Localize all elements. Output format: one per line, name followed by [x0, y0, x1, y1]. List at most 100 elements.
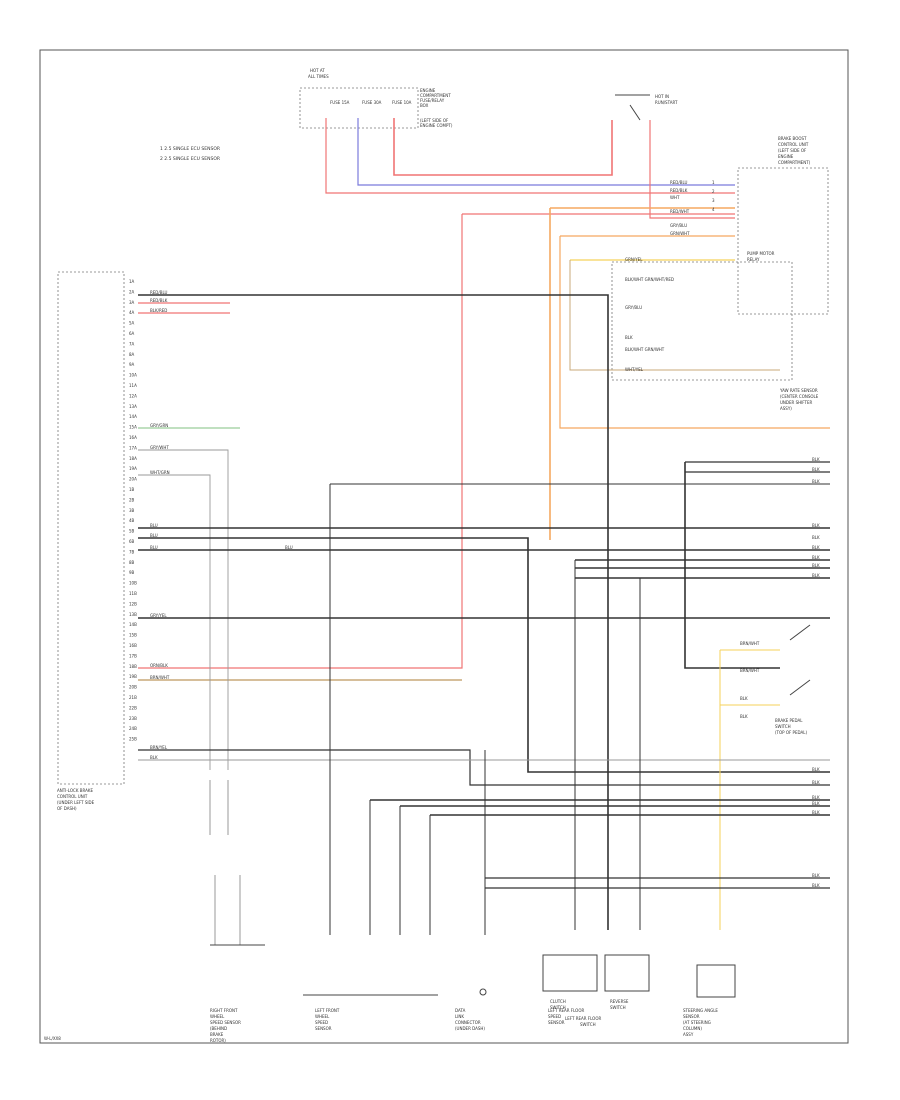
right-module: BRAKE BOOST CONTROL UNIT (LEFT SIDE OF E…	[737, 136, 829, 315]
left-wire-label-7: BLU	[150, 533, 158, 538]
bottom-component-4-line-4: ASSY	[683, 1032, 694, 1037]
bottom-component-0-line-3: (BEHIND	[210, 1026, 227, 1031]
fuse-block-label-5: (LEFT SIDE OF	[420, 118, 449, 123]
left-wire-label-3: GRY/GRN	[150, 423, 168, 428]
right-edge-wire-label-3: BLK	[812, 523, 820, 528]
brake-switch-label-2: SWITCH	[775, 724, 791, 729]
relay-wire-1: BLK/WHT GRN/WHT/RED	[625, 277, 674, 282]
right-module-wire-4: GRY/BLU	[670, 223, 687, 228]
fuse-10a: FUSE 10A	[392, 100, 412, 105]
pin-label-8B: 8B	[129, 560, 135, 565]
relay-wire-4: BLK/WHT GRN/WHT	[625, 347, 665, 352]
left-wire-label-9: GRY/YEL	[150, 613, 167, 618]
brake-wire-label-3: BLK	[740, 714, 748, 719]
pin-label-25B: 25B	[129, 737, 137, 742]
reverse-switch-box	[604, 954, 650, 992]
reverse-label: REVERSE	[610, 999, 629, 1004]
hot-at-all-times-label: HOT AT	[310, 68, 325, 73]
fuse-block-label-2: COMPARTMENT	[420, 93, 451, 98]
pump-relay-outline	[611, 261, 793, 381]
left-module-label-3: (UNDER LEFT SIDE	[57, 800, 95, 805]
right-edge-wire-label-10: BLK	[812, 780, 820, 785]
pin-label-16B: 16B	[129, 643, 137, 648]
bottom-component-2-line-1: LINK	[455, 1014, 464, 1019]
left-module-label-2: CONTROL UNIT	[57, 794, 88, 799]
right-edge-wire-label-6: BLK	[812, 555, 820, 560]
bottom-component-3-line-1: SPEED	[548, 1014, 561, 1019]
bottom-component-0-line-1: WHEEL	[210, 1014, 225, 1019]
ignition-switch: HOT IN RUN/START	[615, 94, 678, 121]
bottom-component-2-line-3: (UNDER DASH)	[455, 1026, 485, 1031]
brake-wire-label-2: BLK	[740, 696, 748, 701]
right-edge-wire-label-14: BLK	[812, 873, 820, 878]
right-edge-wire-label-2: BLK	[812, 479, 820, 484]
wire-black-bus-2	[138, 537, 830, 773]
legend-line-2: 2 2.5 SINGLE ECU SENSOR	[160, 156, 220, 162]
bottom-component-0-line-0: RIGHT FRONT	[210, 1008, 238, 1013]
pin-label-19A: 19A	[129, 466, 137, 471]
wire-black-low-1	[138, 749, 830, 786]
fuse-block-label-1: ENGINE	[420, 88, 436, 93]
pin-label-20B: 20B	[129, 685, 137, 690]
left-wire-label-5: WHT/GRN	[150, 470, 170, 475]
right-module-label-4: ENGINE	[778, 154, 794, 159]
clutch-switch-box	[542, 954, 598, 992]
top-fuse-block: HOT AT ALL TIMES FUSE 15A FUSE 30A FUSE …	[299, 68, 453, 129]
wire-gray-2	[138, 474, 211, 770]
pin-label-4B: 4B	[129, 518, 135, 523]
fuse-30a: FUSE 30A	[362, 100, 382, 105]
left-module-pins: 1A2A3A4A5A6A7A8A9A10A11A12A13A14A15A16A1…	[129, 279, 137, 742]
pin-label-5A: 5A	[129, 321, 135, 326]
right-edge-wire-label-9: BLK	[812, 767, 820, 772]
right-module-wire-5: GRN/WHT	[670, 231, 690, 236]
right-module-wire-3: RED/WHT	[670, 209, 690, 214]
wire-black-brake-1	[684, 462, 780, 669]
relay-label-2: RELAY	[747, 257, 760, 262]
page-code: W-L/XX8	[44, 1036, 61, 1041]
pin-label-10B: 10B	[129, 581, 137, 586]
wire-relay-return	[569, 260, 780, 371]
right-module-label-1: BRAKE BOOST	[778, 136, 807, 141]
bottom-component-0-line-5: ROTOR)	[210, 1038, 226, 1043]
clutch-label: CLUTCH	[550, 999, 566, 1004]
right-module-label-2: CONTROL UNIT	[778, 142, 809, 147]
hot-at-all-times-label-2: ALL TIMES	[308, 74, 329, 79]
wires	[138, 118, 830, 945]
right-module-wire-0: RED/BLU	[670, 180, 688, 185]
pin-label-9A: 9A	[129, 362, 135, 367]
pin-label-10A: 10A	[129, 373, 137, 378]
wire-red-feed-2	[393, 118, 613, 176]
ignition-switch-symbol	[615, 94, 650, 121]
pump-relay: PUMP MOTOR RELAY	[611, 251, 793, 381]
left-wire-label-8: BLU	[150, 545, 158, 550]
right-edge-wire-label-1: BLK	[812, 467, 820, 472]
pin-label-4A: 4A	[129, 310, 135, 315]
right-edge-labels: BLKBLKBLKBLKBLKBLKBLKBLKBLKBLKBLKBLKBLKB…	[285, 180, 820, 888]
right-module-outline	[737, 167, 829, 315]
yaw-label-1: YAW RATE SENSOR	[779, 388, 818, 393]
fuse-block-label-3: FUSE/RELAY	[420, 98, 445, 103]
right-edge-wire-label-13: BLK	[812, 810, 820, 815]
wire-red-down	[138, 214, 463, 669]
yaw-label-4: ASSY)	[780, 406, 792, 411]
right-module-pin-4: 4	[712, 207, 715, 212]
bottom-component-4-line-3: COLUMN)	[683, 1026, 702, 1031]
steering-angle-sensor-box	[696, 964, 736, 998]
wire-orange-yaw	[559, 236, 830, 429]
pin-label-19B: 19B	[129, 674, 137, 679]
pin-label-16A: 16A	[129, 435, 137, 440]
pin-label-15B: 15B	[129, 633, 137, 638]
pin-label-15A: 15A	[129, 425, 137, 430]
left-wire-label-2: BLK/RED	[150, 308, 167, 313]
bottom-components: CLUTCH SWITCH REVERSE SWITCH LEFT REAR F…	[210, 944, 736, 1027]
bottom-component-1-line-3: SENSOR	[315, 1026, 332, 1031]
relay-wire-3: BLK	[625, 335, 633, 340]
pin-label-11B: 11B	[129, 591, 137, 596]
bottom-component-4-line-1: SENSOR	[683, 1014, 700, 1019]
pin-label-8A: 8A	[129, 352, 135, 357]
bottom-component-1-line-2: SPEED	[315, 1020, 328, 1025]
left-wire-label-4: GRY/WHT	[150, 445, 169, 450]
bottom-component-4-line-0: STEERING ANGLE	[683, 1008, 718, 1013]
bottom-component-0-line-4: BRAKE	[210, 1032, 224, 1037]
